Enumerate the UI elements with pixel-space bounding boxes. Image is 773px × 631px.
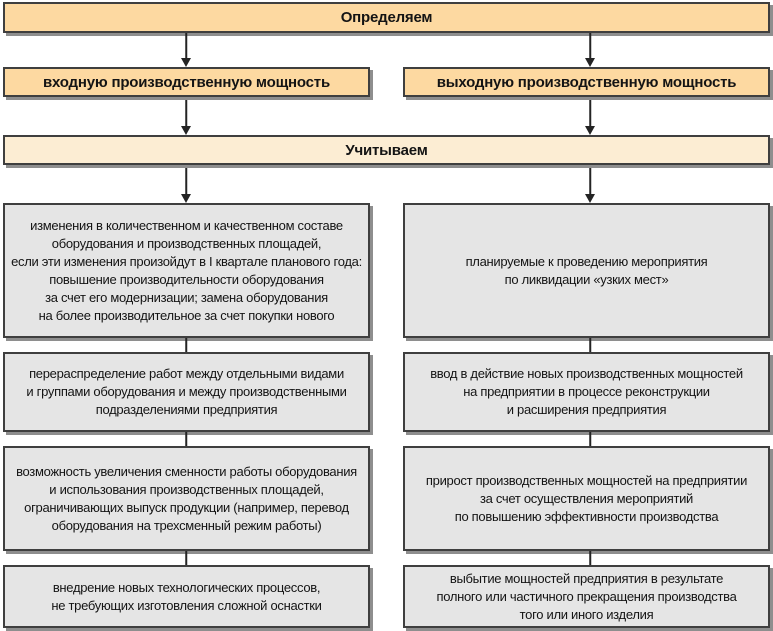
arrow-down <box>584 33 596 67</box>
output-capacity-label: выходную производственную мощность <box>436 73 737 91</box>
flow-box-text: ввод в действие новых производственных м… <box>430 366 743 417</box>
input-capacity-box: входную производственную мощность <box>3 67 370 97</box>
arrow-down <box>180 100 192 135</box>
consider-bar: Учитываем <box>3 135 770 165</box>
arrow-stem <box>185 168 187 196</box>
arrow-head <box>585 194 595 203</box>
connector-line <box>180 432 192 446</box>
flow-box-text: перераспределение работ между отдельными… <box>26 366 347 417</box>
arrow-head <box>585 126 595 135</box>
arrow-stem <box>185 100 187 128</box>
consider-bar-label: Учитываем <box>345 141 428 159</box>
flow-box-right-1: планируемые к проведению мероприятия по … <box>403 203 770 338</box>
flow-box-left-3: возможность увеличения сменности работы … <box>3 446 370 551</box>
flow-box-left-2: перераспределение работ между отдельными… <box>3 352 370 432</box>
arrow-stem <box>185 33 187 60</box>
arrow-down <box>180 33 192 67</box>
connector-line <box>180 338 192 352</box>
connector-line <box>584 432 596 446</box>
input-capacity-label: входную производственную мощность <box>43 73 330 91</box>
flow-box-right-4: выбытие мощностей предприятия в результа… <box>403 565 770 628</box>
arrow-stem <box>589 100 591 128</box>
arrow-head <box>181 58 191 67</box>
flow-box-text: выбытие мощностей предприятия в результа… <box>436 570 737 622</box>
flow-box-text: внедрение новых технологических процессо… <box>51 579 322 613</box>
define-bar: Определяем <box>3 2 770 33</box>
flow-box-text: возможность увеличения сменности работы … <box>16 463 357 533</box>
arrow-down <box>180 168 192 203</box>
connector-stem <box>589 432 591 446</box>
connector-line <box>584 338 596 352</box>
connector-stem <box>589 551 591 565</box>
flow-box-text: планируемые к проведению мероприятия по … <box>465 253 708 287</box>
flow-box-right-2: ввод в действие новых производственных м… <box>403 352 770 432</box>
connector-stem <box>185 432 187 446</box>
flow-box-text: прирост производственных мощностей на пр… <box>425 472 748 524</box>
arrow-down <box>584 100 596 135</box>
connector-line <box>584 551 596 565</box>
flow-box-left-1: изменения в количественном и качественно… <box>3 203 370 338</box>
define-bar-label: Определяем <box>340 9 433 26</box>
arrow-head <box>181 126 191 135</box>
connector-stem <box>185 551 187 565</box>
arrow-stem <box>589 168 591 196</box>
connector-stem <box>185 338 187 352</box>
connector-line <box>180 551 192 565</box>
arrow-head <box>585 58 595 67</box>
arrow-stem <box>589 33 591 60</box>
arrow-head <box>181 194 191 203</box>
output-capacity-box: выходную производственную мощность <box>403 67 770 97</box>
arrow-down <box>584 168 596 203</box>
flow-box-text: изменения в количественном и качественно… <box>11 217 362 323</box>
connector-stem <box>589 338 591 352</box>
flow-box-right-3: прирост производственных мощностей на пр… <box>403 446 770 551</box>
flow-box-left-4: внедрение новых технологических процессо… <box>3 565 370 628</box>
